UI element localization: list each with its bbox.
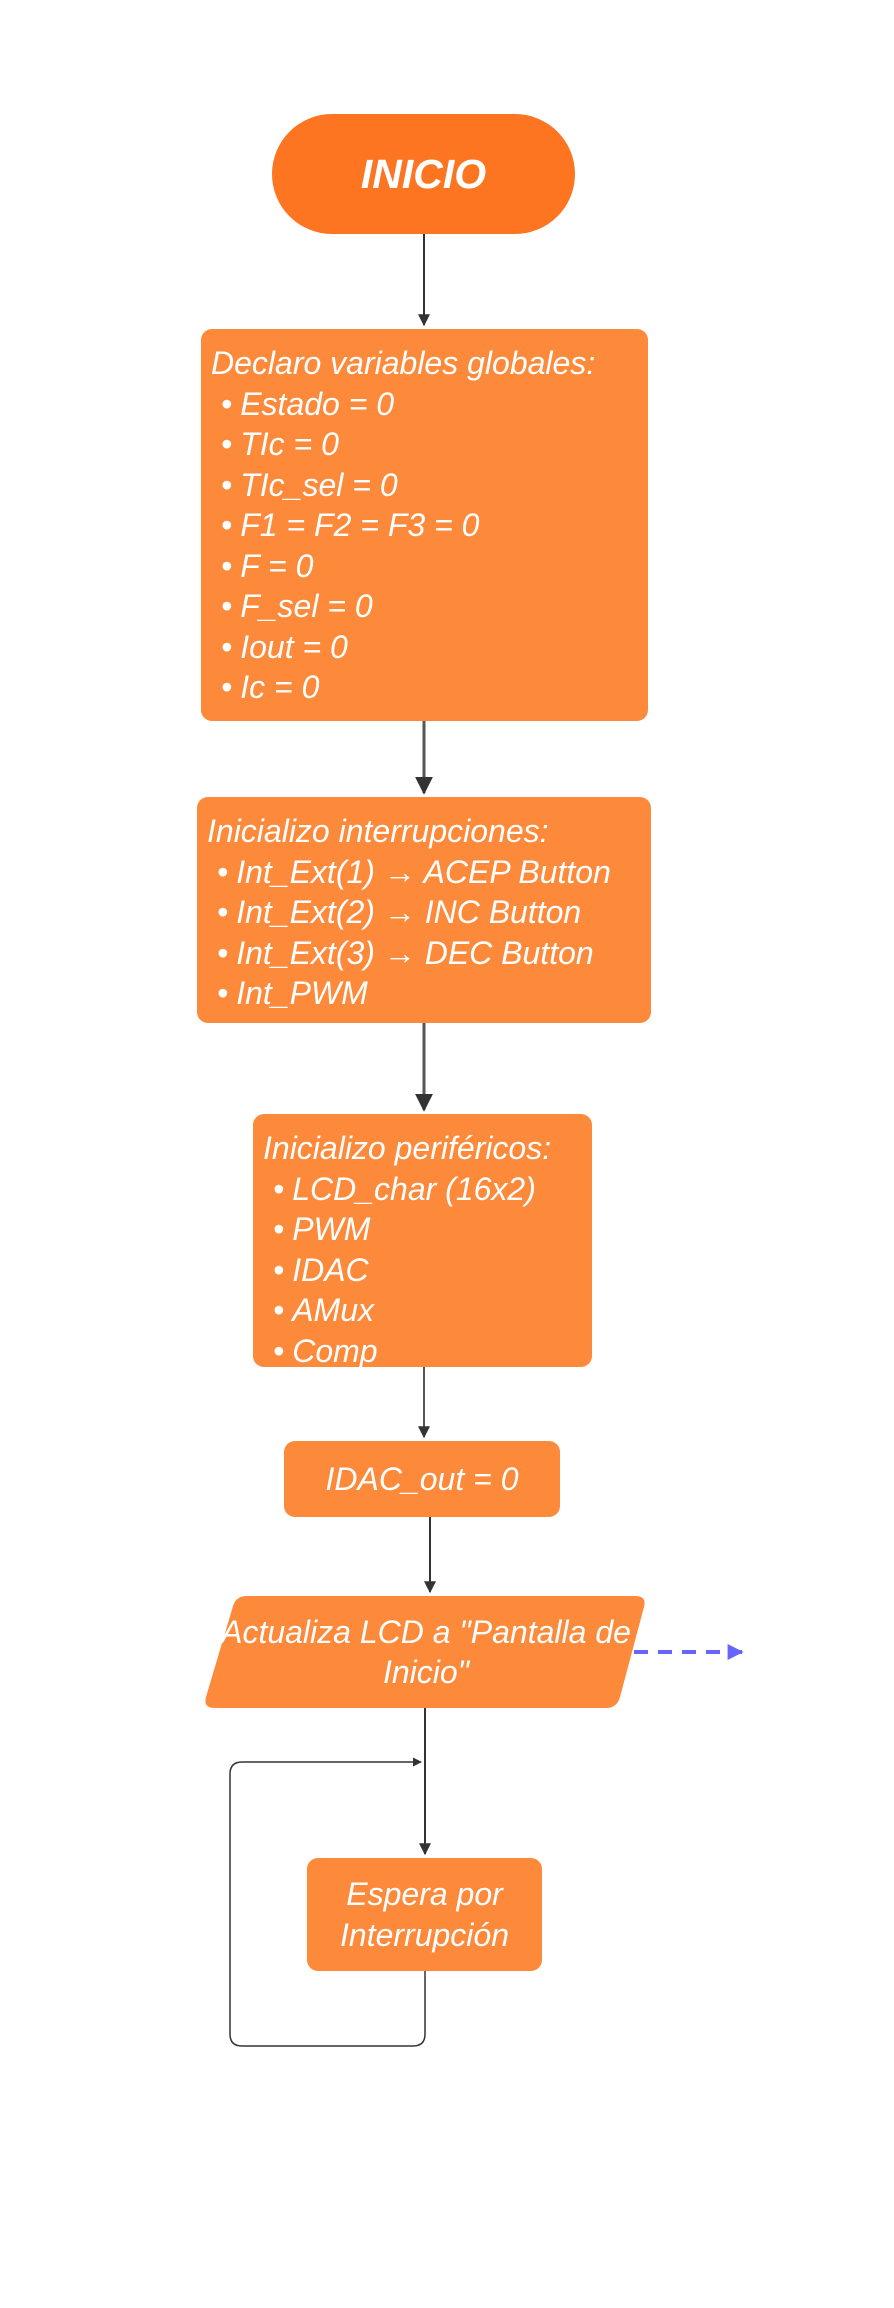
interrupts-item: Int_Ext(1) → ACEP Button: [217, 852, 651, 893]
peripherals-item: AMux: [273, 1290, 592, 1331]
globals-box: Declaro variables globales: Estado = 0 T…: [201, 329, 648, 721]
peripherals-box: Inicializo periféricos: LCD_char (16x2) …: [253, 1114, 592, 1369]
wait-label: Espera por Interrupción: [340, 1876, 509, 1953]
lcd-label: Actualiza LCD a "Pantalla de Inicio": [221, 1613, 631, 1691]
globals-item: F1 = F2 = F3 = 0: [221, 505, 648, 546]
peripherals-title: Inicializo periféricos:: [263, 1130, 552, 1166]
parallelogram-shape: [205, 1596, 645, 1708]
peripherals-item: Comp: [273, 1331, 592, 1372]
globals-item: Ic = 0: [221, 667, 648, 708]
idac-box: IDAC_out = 0: [284, 1441, 560, 1517]
peripherals-item: LCD_char (16x2): [273, 1169, 592, 1210]
start-terminal: INICIO: [272, 114, 575, 234]
globals-item: TIc = 0: [221, 424, 648, 465]
start-label: INICIO: [360, 150, 487, 197]
interrupts-title: Inicializo interrupciones:: [207, 813, 549, 849]
globals-item: F = 0: [221, 546, 648, 587]
wait-box: Espera por Interrupción: [307, 1858, 542, 1971]
idac-label: IDAC_out = 0: [325, 1460, 519, 1497]
peripherals-item: PWM: [273, 1209, 592, 1250]
globals-item: Estado = 0: [221, 384, 648, 425]
interrupts-item: Int_Ext(3) → DEC Button: [217, 933, 651, 974]
globals-item: Iout = 0: [221, 627, 648, 668]
interrupts-item: Int_Ext(2) → INC Button: [217, 892, 651, 933]
globals-item: F_sel = 0: [221, 586, 648, 627]
peripherals-item: IDAC: [273, 1250, 592, 1291]
globals-title: Declaro variables globales:: [211, 345, 596, 381]
globals-item: TIc_sel = 0: [221, 465, 648, 506]
lcd-io-box: Actualiza LCD a "Pantalla de Inicio": [203, 1596, 649, 1708]
interrupts-box: Inicializo interrupciones: Int_Ext(1) → …: [197, 797, 651, 1023]
edge-wait-loop-back: [229, 1757, 426, 2047]
interrupts-item: Int_PWM: [217, 973, 651, 1014]
